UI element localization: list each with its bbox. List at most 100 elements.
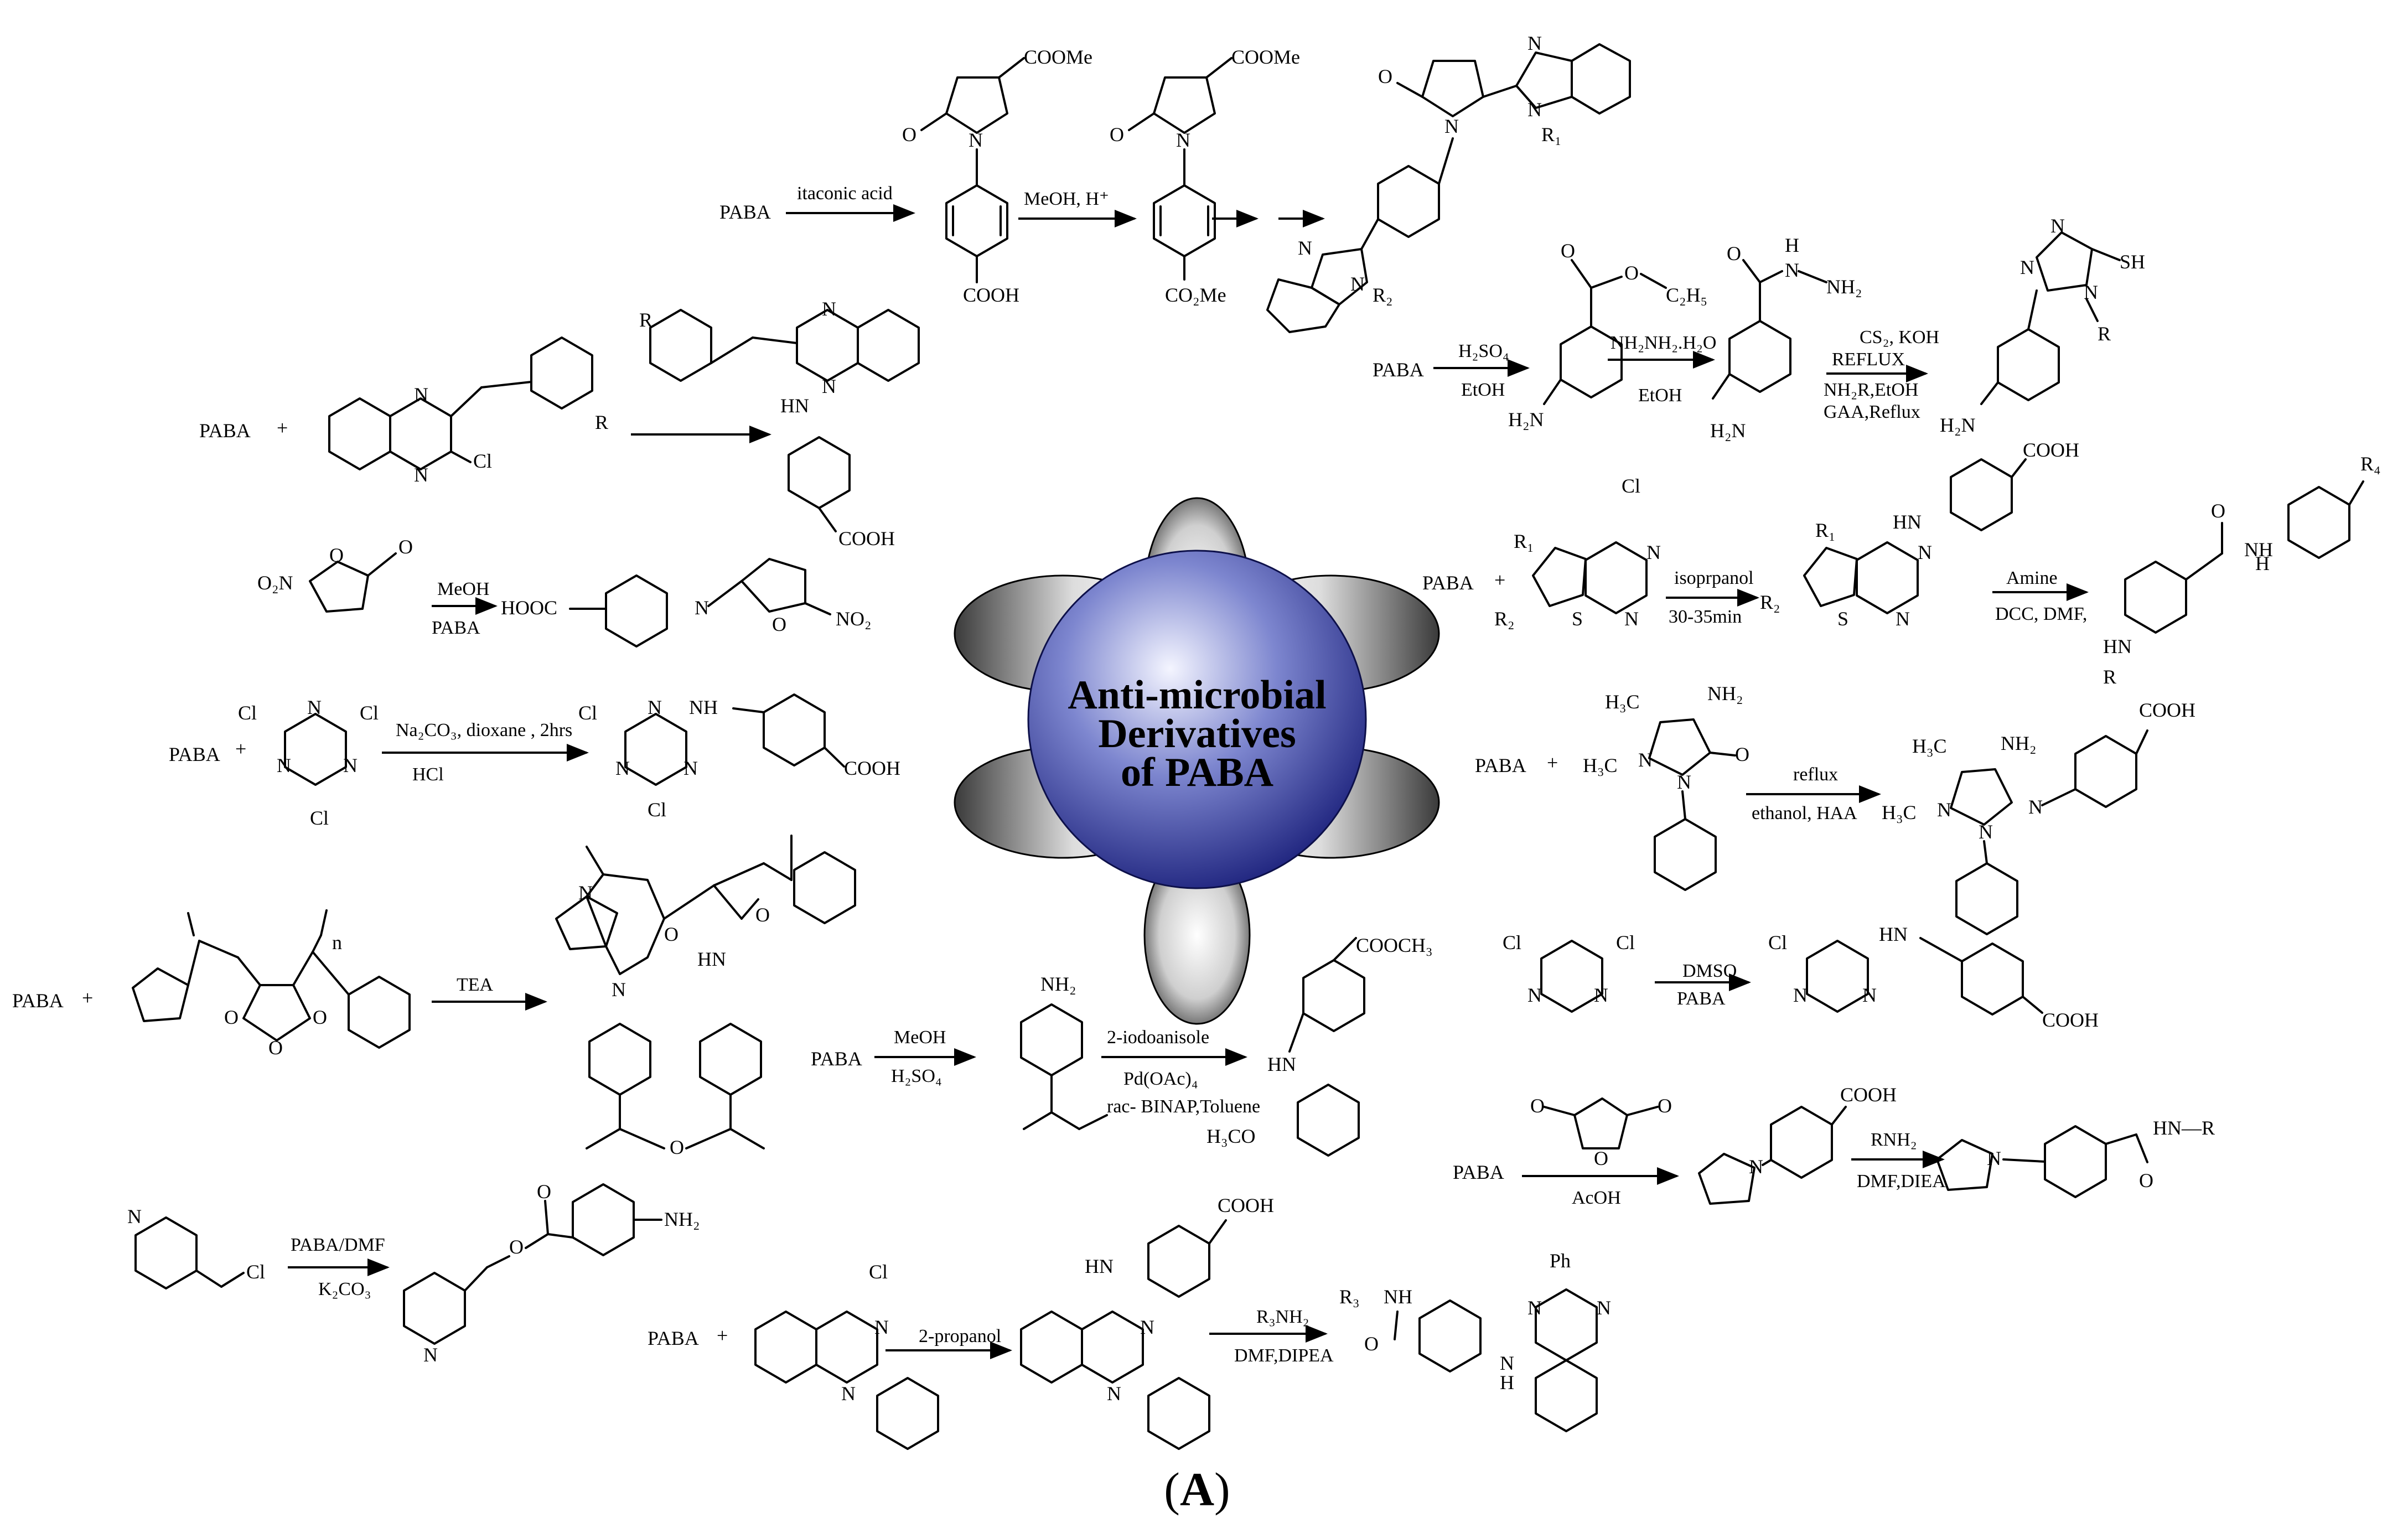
o-atom: O xyxy=(2139,1169,2153,1192)
bond xyxy=(312,934,322,953)
benzene-ring xyxy=(1418,1299,1482,1372)
reagent-label: rac- BINAP,Toluene xyxy=(1107,1096,1260,1117)
reagent-label: DMF,DIPEA xyxy=(1234,1345,1334,1366)
hooc-label: HOOC xyxy=(501,597,557,619)
bond xyxy=(1543,379,1562,405)
cyclopentane-ring xyxy=(132,967,189,1022)
carbonyl-bond xyxy=(1128,112,1155,131)
bond xyxy=(2185,552,2223,581)
bond xyxy=(713,884,743,920)
bond xyxy=(237,956,261,986)
c2h5-label: C₂H₅ xyxy=(1666,284,1707,306)
n-atom: N xyxy=(1862,984,1877,1006)
reagent-label: PABA xyxy=(432,618,480,638)
pyrazine-ring xyxy=(389,397,452,470)
h2n-label: H₂N xyxy=(1710,419,1746,442)
bond xyxy=(1333,937,1357,961)
reagent-label: reflux xyxy=(1793,764,1838,785)
cl-atom: Cl xyxy=(1616,931,1635,954)
reagent-label: 2-iodoanisole xyxy=(1107,1027,1209,1048)
bond xyxy=(2027,289,2038,330)
hn-label: NH xyxy=(689,696,718,718)
bond xyxy=(547,1233,574,1239)
carbonyl-bond xyxy=(1023,1111,1053,1130)
cl-atom: Cl xyxy=(473,450,492,472)
benzene-ring xyxy=(348,976,411,1049)
pyrrolidinone-ring xyxy=(1421,60,1484,117)
benzene-ring xyxy=(1266,278,1340,333)
o-atom: O xyxy=(224,1006,239,1028)
anhydride-ring xyxy=(242,984,311,1042)
bond xyxy=(763,862,793,881)
co2me-label: CO₂Me xyxy=(1165,284,1226,306)
n-atom: N xyxy=(1527,32,1542,54)
reagent-label: HCl xyxy=(412,764,444,785)
bond xyxy=(1798,270,1827,283)
bond xyxy=(1438,137,1454,185)
r1-label: R₁ xyxy=(1815,519,1836,541)
benzene-ring xyxy=(605,574,668,648)
benzene-ring xyxy=(649,309,712,382)
benzene-ring xyxy=(1147,1377,1210,1450)
r1-label: R₁ xyxy=(1541,123,1562,146)
benzene-ring xyxy=(793,851,856,924)
bond xyxy=(663,884,715,920)
bond xyxy=(713,862,765,887)
thiophene-ring xyxy=(1532,547,1587,607)
o-atom: O xyxy=(772,613,786,635)
n-atom: N xyxy=(1918,541,1932,563)
ester-bond xyxy=(685,1128,732,1149)
benzene-ring xyxy=(1997,328,2060,401)
n-atom: N xyxy=(1597,1297,1611,1319)
carbonyl-bond xyxy=(740,898,759,920)
n-atom: N xyxy=(1646,541,1661,563)
n-atom: N xyxy=(841,1382,856,1405)
o-atom: O xyxy=(1624,262,1639,284)
r2-label: R₂ xyxy=(1760,591,1780,613)
imine-bond xyxy=(707,580,743,607)
n-atom: N xyxy=(414,384,428,406)
h3c-label: H₃C xyxy=(1912,735,1947,757)
nh-label: HN xyxy=(1879,923,1908,945)
bond xyxy=(1590,276,1623,289)
reaction-pyridyl: N Cl PABA/DMF K₂CO₃ N O O NH₂ xyxy=(127,1180,700,1366)
o-atom: O xyxy=(398,536,413,558)
o-atom: O xyxy=(1364,1333,1379,1355)
methoxy-bond xyxy=(1543,1106,1576,1116)
bond xyxy=(187,940,200,986)
o-atom: O xyxy=(664,923,679,945)
bond xyxy=(1712,373,1731,400)
cooh-label: COOH xyxy=(2139,699,2195,721)
triazine-ring xyxy=(284,713,347,786)
repeat-n: n xyxy=(332,931,342,954)
paba-label: PABA xyxy=(1475,754,1526,776)
o-atom: O xyxy=(670,1136,684,1158)
bond xyxy=(2135,729,2148,755)
cooh-label: COOH xyxy=(2023,439,2079,461)
reagent-label: ethanol, HAA xyxy=(1752,803,1857,823)
figure-caption: (A) xyxy=(1164,1463,1230,1516)
h3c-label: H₃C xyxy=(1583,754,1618,776)
paba-label: PABA xyxy=(199,419,251,442)
plus-sign: + xyxy=(1547,752,1558,774)
n-atom: N xyxy=(307,696,322,718)
h-atom: H xyxy=(1785,234,1799,256)
o-atom: O xyxy=(2211,500,2225,522)
n-atom: N xyxy=(1987,1147,2001,1169)
r1-label: R₁ xyxy=(1514,530,1534,552)
pyrimidine-ring xyxy=(1540,940,1603,1013)
benzene-ring xyxy=(530,336,593,410)
hn-label: HN xyxy=(780,395,809,417)
ph-label: Ph xyxy=(1550,1250,1571,1272)
bond xyxy=(1360,218,1379,250)
nh2-label: NH₂ xyxy=(2001,732,2037,754)
pyrrolidine-ring xyxy=(555,895,618,950)
bond xyxy=(1759,270,1783,283)
carbonyl-bond xyxy=(1742,259,1761,283)
cl-atom: Cl xyxy=(310,807,329,829)
plus-sign: + xyxy=(82,987,93,1009)
reaction-nitrofuran: O₂N O O MeOH PABA HOOC N O NO₂ xyxy=(257,536,872,648)
reagent-label: CS₂, KOH xyxy=(1860,327,1939,348)
ester-bond xyxy=(729,1128,765,1149)
n-atom: N xyxy=(874,1316,889,1338)
